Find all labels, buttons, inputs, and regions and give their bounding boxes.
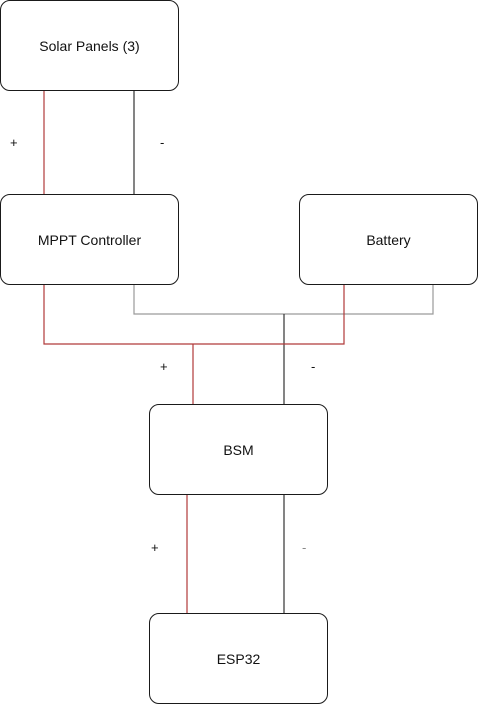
mppt-controller-node: MPPT Controller <box>0 194 179 285</box>
bsm-node: BSM <box>149 404 328 495</box>
solar-minus-label: - <box>160 135 165 150</box>
wire-negative-rail <box>133 284 434 315</box>
wire-positive-rail <box>43 284 345 345</box>
bsm-label: BSM <box>223 441 254 458</box>
mppt-controller-label: MPPT Controller <box>37 231 142 248</box>
bus-minus-label: - <box>311 359 316 374</box>
esp-minus-label: - <box>302 540 307 555</box>
battery-node: Battery <box>299 194 478 285</box>
solar-plus-label: + <box>10 135 18 150</box>
battery-label: Battery <box>366 231 411 248</box>
bus-plus-label: + <box>160 359 168 374</box>
esp-plus-label: + <box>151 540 159 555</box>
esp32-label: ESP32 <box>216 650 261 667</box>
esp32-node: ESP32 <box>149 613 328 704</box>
solar-panels-label: Solar Panels (3) <box>39 37 140 54</box>
solar-panels-node: Solar Panels (3) <box>0 0 179 91</box>
